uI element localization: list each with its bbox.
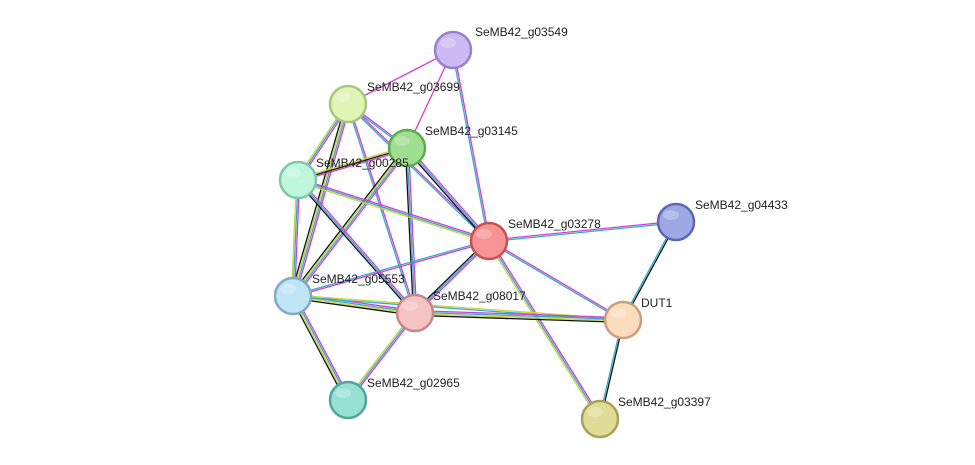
edge-strand — [346, 103, 490, 243]
edge-semb42-g03145-semb42-g05553 — [290, 145, 410, 299]
edge-semb42-g00285-semb42-g03278 — [296, 177, 491, 244]
edge-strand — [292, 297, 416, 317]
node-highlight — [394, 136, 410, 146]
node-highlight — [335, 92, 351, 102]
edge-strand — [298, 178, 417, 313]
node-label-semb42-g05553: SeMB42_g05553 — [312, 272, 405, 286]
edge-strand — [292, 147, 409, 298]
edge-strand — [290, 296, 347, 402]
edge-strand — [291, 103, 348, 297]
edge-strand — [293, 179, 301, 297]
edge-semb42-g03699-semb42-g05553 — [290, 102, 351, 298]
node-semb42-g00285[interactable] — [278, 160, 318, 200]
node-semb42-g03278[interactable] — [469, 221, 509, 261]
edge-strand — [404, 147, 415, 314]
node-dut1[interactable] — [603, 300, 643, 340]
edge-strand — [297, 179, 490, 242]
node-highlight — [610, 308, 626, 318]
edge-strand — [290, 179, 298, 297]
edge-semb42-g03278-semb42-g05553 — [292, 239, 490, 298]
edge-strand — [347, 49, 454, 105]
edge-strand — [292, 239, 490, 296]
edge-semb42-g03278-dut1 — [487, 239, 625, 322]
edge-semb42-g03549-semb42-g03699 — [347, 49, 454, 105]
edge-strand — [291, 295, 348, 402]
edge-strand — [293, 103, 350, 297]
edge-semb42-g08017-dut1 — [414, 309, 624, 324]
node-highlight — [587, 407, 603, 417]
edge-strand — [297, 177, 491, 241]
edge-strand — [294, 294, 351, 400]
node-semb42-g08017[interactable] — [395, 293, 435, 333]
nodes-layer — [273, 30, 696, 439]
edge-semb42-g03145-semb42-g03278 — [405, 146, 491, 243]
node-highlight — [280, 284, 296, 294]
edge-strand — [293, 294, 350, 401]
node-label-semb42-g08017: SeMB42_g08017 — [433, 289, 526, 303]
node-label-semb42-g03145: SeMB42_g03145 — [425, 124, 518, 138]
edge-strand — [414, 311, 624, 320]
edge-strand — [488, 220, 677, 241]
node-highlight — [285, 168, 301, 178]
edge-strand — [292, 296, 416, 315]
node-highlight — [663, 210, 679, 220]
edge-strand — [451, 49, 489, 242]
edge-strand — [291, 146, 408, 297]
node-label-semb42-g00285: SeMB42_g00285 — [316, 156, 409, 170]
edge-strand — [297, 179, 416, 314]
edge-strand — [290, 102, 347, 296]
edge-strand — [292, 241, 490, 298]
edge-strand — [414, 309, 624, 319]
edge-strand — [406, 147, 490, 242]
edge-strand — [294, 104, 351, 298]
labels-layer: SeMB42_g03549SeMB42_g03699SeMB42_g03145S… — [312, 25, 788, 409]
node-highlight — [440, 38, 456, 48]
edge-strand — [488, 222, 677, 243]
edge-strand — [487, 241, 624, 322]
node-semb42-g03699[interactable] — [328, 84, 368, 124]
edge-strand — [414, 313, 624, 322]
edge-strand — [296, 180, 415, 315]
node-semb42-g03145[interactable] — [387, 128, 427, 168]
node-semb42-g03549[interactable] — [433, 30, 473, 70]
edge-strand — [292, 179, 299, 297]
edge-strand — [407, 146, 491, 241]
edge-semb42-g03549-semb42-g03278 — [451, 49, 491, 242]
edge-strand — [294, 148, 410, 299]
node-highlight — [476, 229, 492, 239]
edge-strand — [453, 49, 491, 242]
edge-strand — [488, 239, 625, 320]
edge-strand — [407, 147, 418, 314]
node-semb42-g02965[interactable] — [328, 380, 368, 420]
node-label-semb42-g02965: SeMB42_g02965 — [367, 376, 460, 390]
node-label-semb42-g03397: SeMB42_g03397 — [618, 395, 711, 409]
edge-strand — [296, 180, 490, 244]
node-label-semb42-g04433: SeMB42_g04433 — [695, 198, 788, 212]
edge-strand — [405, 148, 489, 243]
node-label-semb42-g03549: SeMB42_g03549 — [475, 25, 568, 39]
edge-strand — [486, 241, 600, 421]
edge-semb42-g03145-semb42-g08017 — [404, 147, 418, 314]
node-label-semb42-g03278: SeMB42_g03278 — [508, 217, 601, 231]
node-label-dut1: DUT1 — [641, 296, 673, 310]
edge-strand — [488, 240, 601, 420]
edge-semb42-g00285-semb42-g05553 — [290, 179, 301, 297]
edge-semb42-g00285-semb42-g08017 — [296, 178, 417, 315]
edge-semb42-g03278-semb42-g03397 — [486, 239, 603, 421]
node-semb42-g04433[interactable] — [656, 202, 696, 242]
edge-strand — [290, 145, 406, 296]
node-semb42-g03397[interactable] — [580, 399, 620, 439]
edge-semb42-g03278-semb42-g04433 — [488, 220, 677, 243]
edge-strand — [406, 147, 416, 314]
node-highlight — [335, 388, 351, 398]
node-label-semb42-g03699: SeMB42_g03699 — [367, 80, 460, 94]
edge-strand — [489, 239, 603, 419]
edge-semb42-g05553-semb42-g02965 — [290, 294, 351, 402]
node-highlight — [402, 301, 418, 311]
edge-strand — [414, 314, 624, 324]
node-semb42-g05553[interactable] — [273, 276, 313, 316]
